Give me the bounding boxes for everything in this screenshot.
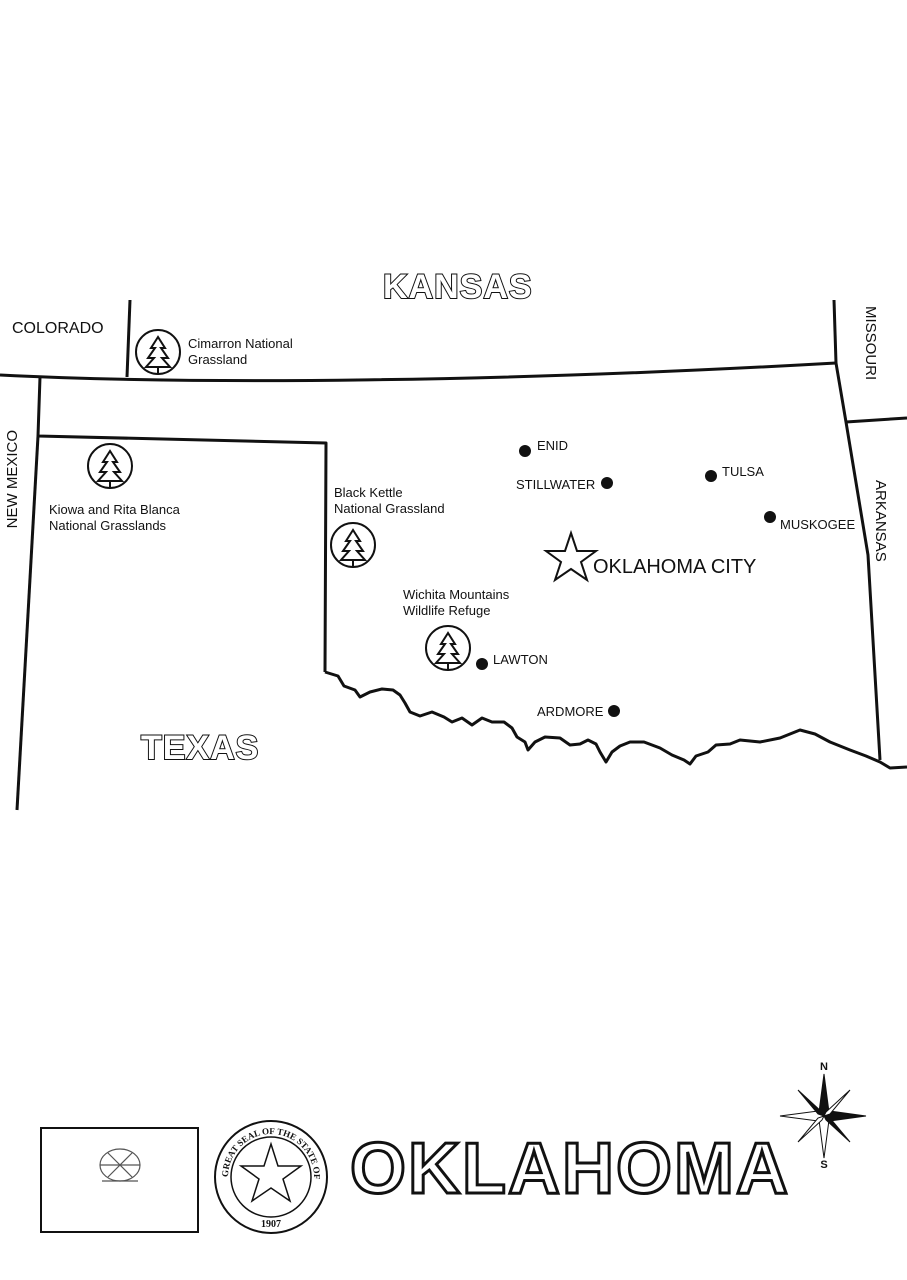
neighbor-borders xyxy=(15,299,907,811)
pine-tree-icon xyxy=(87,443,133,489)
seal-text: GREAT SEAL OF THE STATE OF OKLAHOMA xyxy=(212,1118,322,1180)
park-label-wichita-line2: Wildlife Refuge xyxy=(403,603,491,618)
dot-icon xyxy=(601,477,613,489)
star-icon xyxy=(238,1141,304,1203)
pine-tree-icon xyxy=(135,329,181,375)
state-seal: GREAT SEAL OF THE STATE OF OKLAHOMA 1907 xyxy=(212,1118,328,1234)
oklahoma-flag xyxy=(40,1127,199,1233)
page-title: OKLAHOMA xyxy=(349,1128,790,1211)
dot-icon xyxy=(608,705,620,717)
compass-star-icon xyxy=(779,1073,867,1159)
pine-tree-icon xyxy=(425,625,471,671)
state-label-arkansas: ARKANSAS xyxy=(872,480,889,562)
city-dots xyxy=(476,445,776,717)
state-label-missouri: MISSOURI xyxy=(862,306,879,381)
oklahoma-border xyxy=(0,361,907,770)
city-label-lawton: LAWTON xyxy=(493,652,548,667)
park-label-cimarron-line1: Cimarron National xyxy=(188,336,293,351)
state-label-colorado: COLORADO xyxy=(12,320,104,337)
city-label-enid: ENID xyxy=(537,438,569,453)
park-label-cimarron-line2: Grassland xyxy=(188,352,248,367)
compass-south: S xyxy=(820,1159,827,1171)
state-label-new-mexico: NEW MEXICO xyxy=(4,430,21,529)
dot-icon xyxy=(519,445,531,457)
park-label-kiowa-line1: Kiowa and Rita Blanca xyxy=(49,502,180,517)
city-label-ardmore: ARDMORE xyxy=(537,704,604,719)
state-label-texas: TEXAS xyxy=(140,728,260,768)
city-label-tulsa: TULSA xyxy=(722,464,764,479)
park-label-black-kettle-line2: National Grassland xyxy=(334,501,445,516)
star-icon xyxy=(542,529,600,583)
city-label-stillwater: STILLWATER xyxy=(516,477,596,492)
city-label-oklahoma-city: OKLAHOMA CITY xyxy=(593,556,757,578)
park-label-wichita-line1: Wichita Mountains xyxy=(403,587,510,602)
dot-icon xyxy=(764,511,776,523)
osage-shield-icon xyxy=(99,1148,141,1182)
compass-north: N xyxy=(820,1061,828,1073)
compass-rose: N S xyxy=(779,1061,867,1171)
state-label-kansas: KANSAS xyxy=(382,267,533,307)
pine-tree-icon xyxy=(330,522,376,568)
city-label-muskogee: MUSKOGEE xyxy=(780,517,856,532)
seal-year: 1907 xyxy=(261,1219,281,1230)
park-label-kiowa-line2: National Grasslands xyxy=(49,518,167,533)
park-label-black-kettle-line1: Black Kettle xyxy=(334,485,403,500)
park-icons xyxy=(87,329,471,671)
dot-icon xyxy=(476,658,488,670)
dot-icon xyxy=(705,470,717,482)
